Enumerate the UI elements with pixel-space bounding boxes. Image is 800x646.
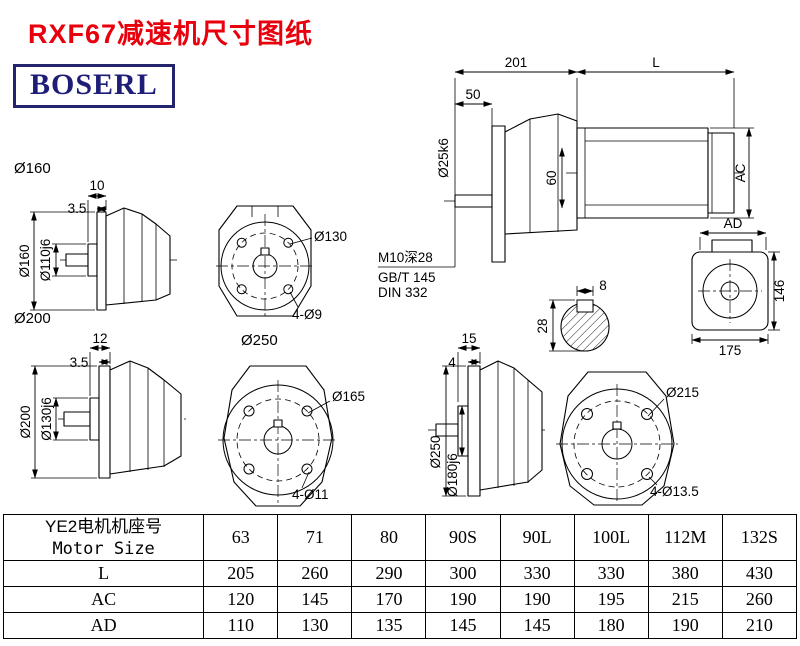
row-label: AD xyxy=(2,612,205,639)
flange200-label: Ø200 xyxy=(14,310,51,327)
table-header-row: YE2电机机座号 Motor Size 63 71 80 90S 90L 100… xyxy=(2,514,798,561)
dim-cell: 195 xyxy=(573,586,649,613)
dim-label-160-outer: Ø160 xyxy=(17,244,32,277)
row-label: AC xyxy=(2,586,205,613)
dim-label-200-width: 12 xyxy=(92,331,107,346)
technical-drawing: 201 L 50 Ø25k6 60 AC M10深28 GB/T 145 DIN… xyxy=(14,55,787,507)
dim-cell: 145 xyxy=(277,586,353,613)
motor-size-header-en: Motor Size xyxy=(52,538,155,559)
dim-cell: 190 xyxy=(425,586,501,613)
dim-cell: 330 xyxy=(499,560,575,587)
dim-cell: 135 xyxy=(351,612,427,639)
size-col-header: 63 xyxy=(203,514,279,561)
dim-label-key-height: 28 xyxy=(535,318,550,333)
motor-dimension-table: YE2电机机座号 Motor Size 63 71 80 90S 90L 100… xyxy=(2,514,798,639)
dim-cell: 260 xyxy=(721,586,798,613)
dim-cell: 130 xyxy=(277,612,353,639)
dim-label-250-holes: 4-Ø13.5 xyxy=(650,484,699,499)
dim-label-201: 201 xyxy=(505,55,528,70)
dim-label-146: 146 xyxy=(772,280,787,303)
dim-label-160-width: 10 xyxy=(89,178,104,193)
dim-cell: 145 xyxy=(499,612,575,639)
size-col-header: 112M xyxy=(647,514,723,561)
dim-cell: 380 xyxy=(647,560,723,587)
dim-cell: 290 xyxy=(351,560,427,587)
assembly-side-view: 201 L 50 Ø25k6 60 AC xyxy=(436,55,754,267)
dim-label-250-pilot: Ø180j6 xyxy=(445,453,460,497)
dim-label-250-outer: Ø250 xyxy=(428,435,443,468)
size-col-header: 90S xyxy=(425,514,501,561)
dim-cell: 145 xyxy=(425,612,501,639)
dim-label-shaft-dia: Ø25k6 xyxy=(436,138,451,178)
dim-label-AD: AD xyxy=(724,216,743,231)
flange160-side-view: Ø160 10 3.5 Ø160 Ø110j6 xyxy=(14,160,178,311)
dim-label-175: 175 xyxy=(719,343,742,358)
row-label: L xyxy=(2,560,205,587)
dim-cell: 190 xyxy=(499,586,575,613)
dim-label-160-pilot: Ø110j6 xyxy=(38,239,53,282)
motor-size-header: YE2电机机座号 Motor Size xyxy=(2,514,205,561)
shaft-key-section: 8 28 xyxy=(535,278,610,352)
dim-label-200-holes: 4-Ø11 xyxy=(292,487,329,502)
dim-label-200-pilot: Ø130j6 xyxy=(39,397,54,441)
dim-label-160-thickness: 3.5 xyxy=(68,201,87,216)
flange160-label: Ø160 xyxy=(14,160,51,177)
dim-label-160-holes: 4-Ø9 xyxy=(292,307,322,322)
flange250-label: Ø250 xyxy=(241,332,278,349)
dim-label-200-boltcircle: Ø165 xyxy=(332,389,365,404)
dim-label-200-outer: Ø200 xyxy=(18,405,33,438)
flange160-front-view: Ø130 4-Ø9 xyxy=(216,205,347,322)
dim-cell: 330 xyxy=(573,560,649,587)
flange250-front-view: Ø215 4-Ø13.5 xyxy=(556,371,699,506)
size-col-header: 100L xyxy=(573,514,649,561)
size-col-header: 80 xyxy=(351,514,427,561)
dim-cell: 190 xyxy=(647,612,723,639)
dim-cell: 210 xyxy=(721,612,798,639)
thread-spec-line3: DIN 332 xyxy=(378,285,428,300)
dim-label-250-width: 15 xyxy=(461,331,476,346)
brand-logo: BOSERL xyxy=(13,64,175,108)
page-title: RXF67减速机尺寸图纸 xyxy=(28,19,314,49)
thread-spec-line1: M10深28 xyxy=(378,250,433,265)
table-row-AD: AD 110 130 135 145 145 180 190 210 xyxy=(2,612,798,639)
dim-cell: 205 xyxy=(203,560,279,587)
flange200-side-view: Ø200 12 3.5 Ø200 Ø130j6 xyxy=(14,310,186,479)
dim-cell: 120 xyxy=(203,586,279,613)
dim-cell: 110 xyxy=(203,612,279,639)
dim-label-250-boltcircle: Ø215 xyxy=(666,385,699,400)
flange250-side-view: Ø250 15 4 Ø250 Ø180j6 xyxy=(241,331,548,497)
motor-rear-view: AD 146 175 xyxy=(691,216,787,358)
dim-label-200-thickness: 3.5 xyxy=(70,355,89,370)
dim-label-key-width: 8 xyxy=(599,278,607,293)
flange200-front-view: Ø165 4-Ø11 xyxy=(218,365,365,507)
table-row-AC: AC 120 145 170 190 190 195 215 260 xyxy=(2,586,798,613)
size-col-header: 132S xyxy=(721,514,798,561)
dim-label-L: L xyxy=(652,55,660,70)
size-col-header: 90L xyxy=(499,514,575,561)
dim-cell: 180 xyxy=(573,612,649,639)
size-col-header: 71 xyxy=(277,514,353,561)
shaft-thread-spec: M10深28 GB/T 145 DIN 332 xyxy=(378,250,455,300)
dim-cell: 300 xyxy=(425,560,501,587)
dim-label-250-thickness: 4 xyxy=(448,355,456,370)
dim-cell: 170 xyxy=(351,586,427,613)
thread-spec-line2: GB/T 145 xyxy=(378,270,436,285)
dim-cell: 215 xyxy=(647,586,723,613)
dim-label-50: 50 xyxy=(465,87,480,102)
dim-cell: 260 xyxy=(277,560,353,587)
dim-cell: 430 xyxy=(721,560,798,587)
motor-size-header-cn: YE2电机机座号 xyxy=(45,516,163,536)
dim-label-60: 60 xyxy=(544,170,559,185)
dim-label-AC: AC xyxy=(733,163,748,182)
dim-label-160-boltcircle: Ø130 xyxy=(314,229,347,244)
table-row-L: L 205 260 290 300 330 330 380 430 xyxy=(2,560,798,587)
